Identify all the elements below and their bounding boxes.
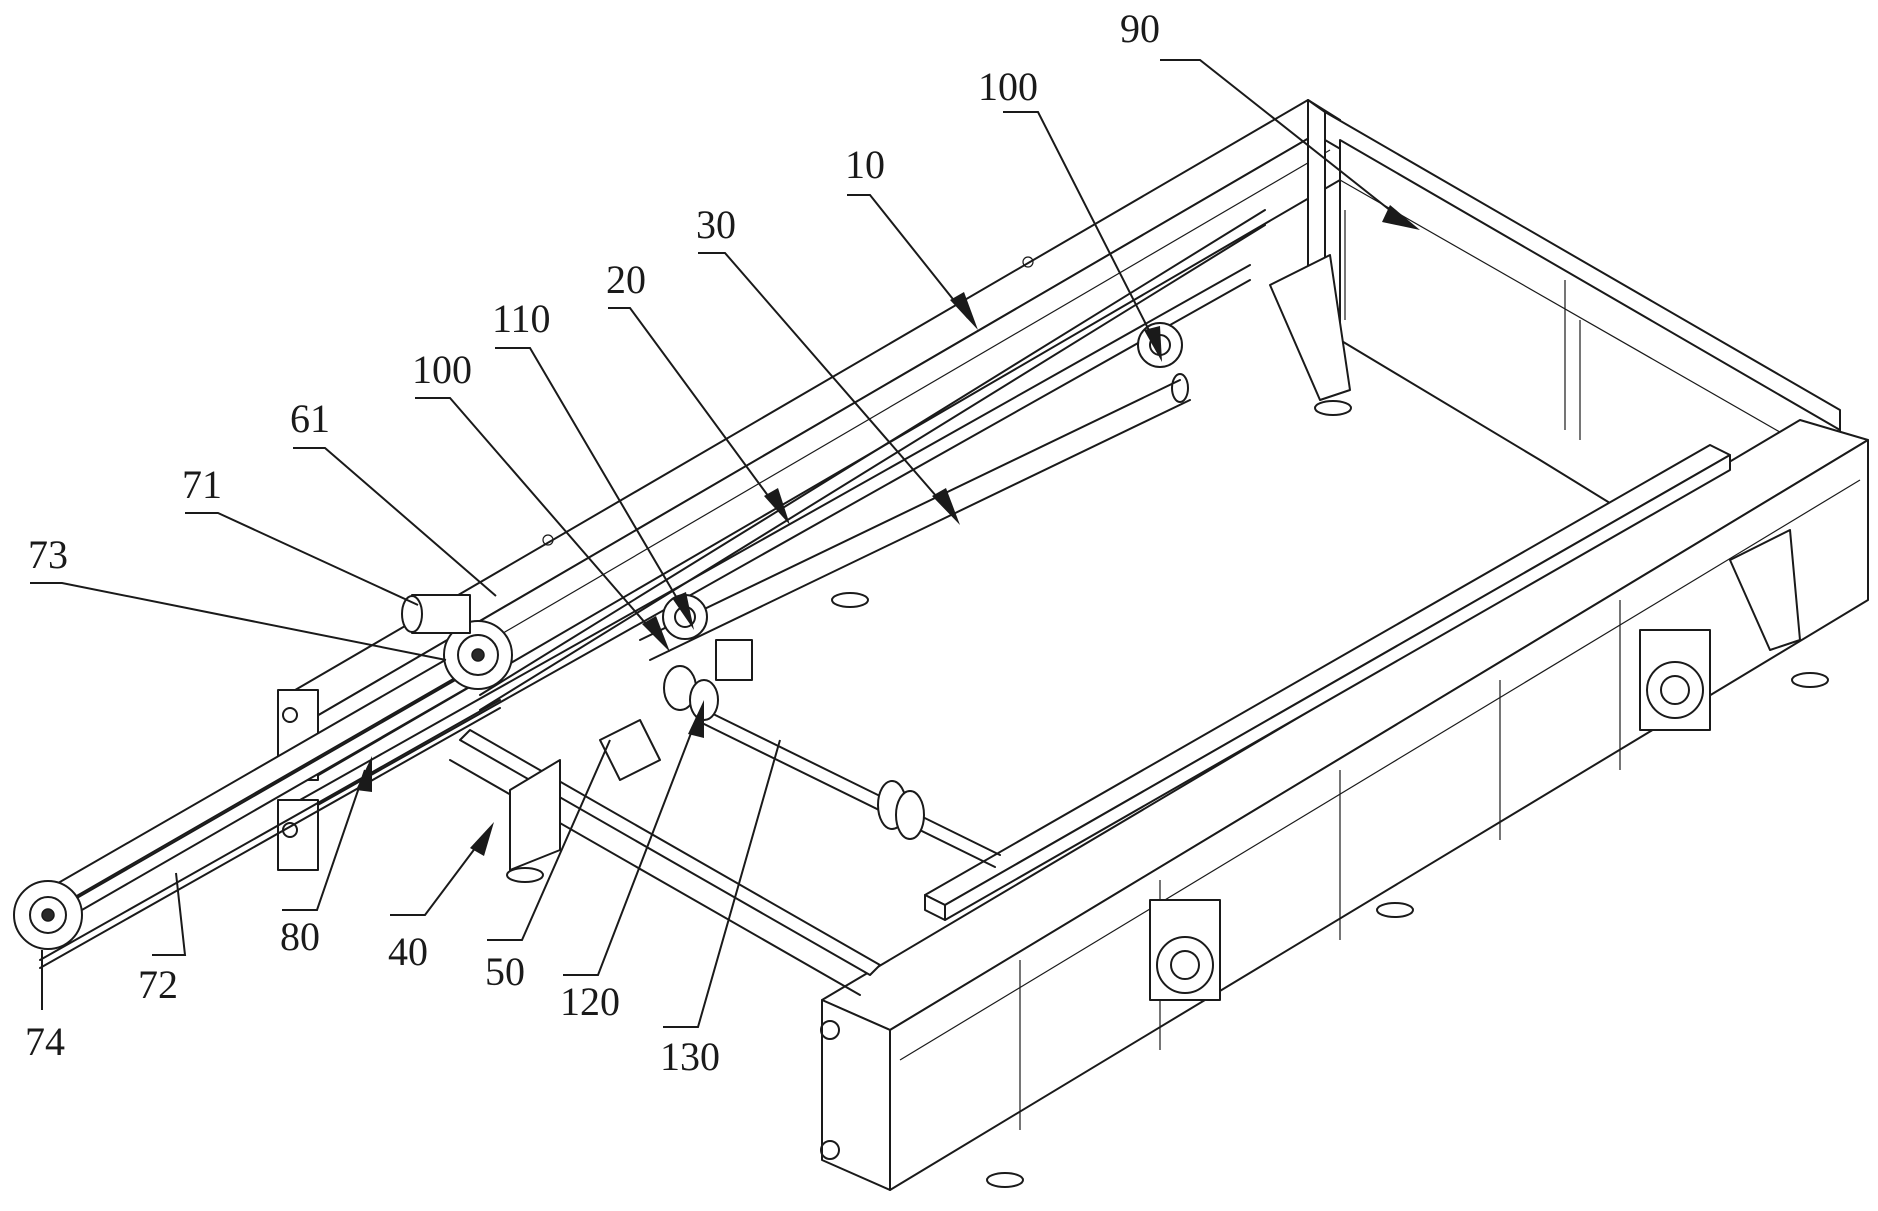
callout-label-110: 110 bbox=[492, 296, 551, 341]
callout-74: 74 bbox=[25, 950, 65, 1064]
callout-50: 50 bbox=[485, 739, 611, 994]
callout-label-120: 120 bbox=[560, 979, 620, 1024]
callout-label-40: 40 bbox=[388, 929, 428, 974]
callout-label-30: 30 bbox=[696, 202, 736, 247]
callout-20: 20 bbox=[606, 257, 790, 525]
leveling-feet bbox=[506, 400, 1829, 1188]
callout-61: 61 bbox=[290, 396, 497, 597]
callout-40: 40 bbox=[388, 822, 494, 974]
callout-label-61: 61 bbox=[290, 396, 330, 441]
callout-label-72: 72 bbox=[138, 962, 178, 1007]
callout-label-100-front: 100 bbox=[412, 347, 472, 392]
callout-100-top: 100 bbox=[978, 64, 1162, 362]
callout-label-20: 20 bbox=[606, 257, 646, 302]
callout-72: 72 bbox=[138, 872, 187, 1007]
coupling-120 bbox=[663, 639, 753, 721]
callout-label-130: 130 bbox=[660, 1034, 720, 1079]
roller-shaft-30 bbox=[639, 373, 1191, 661]
right-long-beam bbox=[820, 419, 1869, 1191]
callout-120: 120 bbox=[560, 700, 704, 1024]
drive-shaft-130 bbox=[699, 709, 1001, 868]
callout-90: 90 bbox=[1120, 6, 1420, 230]
callout-10: 10 bbox=[845, 142, 978, 330]
callout-label-50: 50 bbox=[485, 949, 525, 994]
callout-73: 73 bbox=[28, 532, 447, 661]
callout-label-100-top: 100 bbox=[978, 64, 1038, 109]
callout-80: 80 bbox=[280, 756, 372, 959]
chain-rails bbox=[299, 209, 1266, 816]
right-inner-rail bbox=[924, 444, 1731, 921]
callout-label-80: 80 bbox=[280, 914, 320, 959]
callout-71: 71 bbox=[182, 462, 419, 606]
callout-label-74: 74 bbox=[25, 1019, 65, 1064]
callout-label-73: 73 bbox=[28, 532, 68, 577]
conveyor-belt-assembly bbox=[13, 594, 513, 969]
callout-100-front: 100 bbox=[412, 347, 670, 652]
callout-label-71: 71 bbox=[182, 462, 222, 507]
callout-label-90: 90 bbox=[1120, 6, 1160, 51]
machine-assembly bbox=[13, 99, 1869, 1191]
support-brackets bbox=[509, 254, 1801, 871]
callout-30: 30 bbox=[696, 202, 960, 525]
callout-130: 130 bbox=[660, 739, 781, 1079]
callout-110: 110 bbox=[492, 296, 694, 630]
callout-label-10: 10 bbox=[845, 142, 885, 187]
callouts: 90 100 10 30 20 110 bbox=[25, 6, 1420, 1079]
